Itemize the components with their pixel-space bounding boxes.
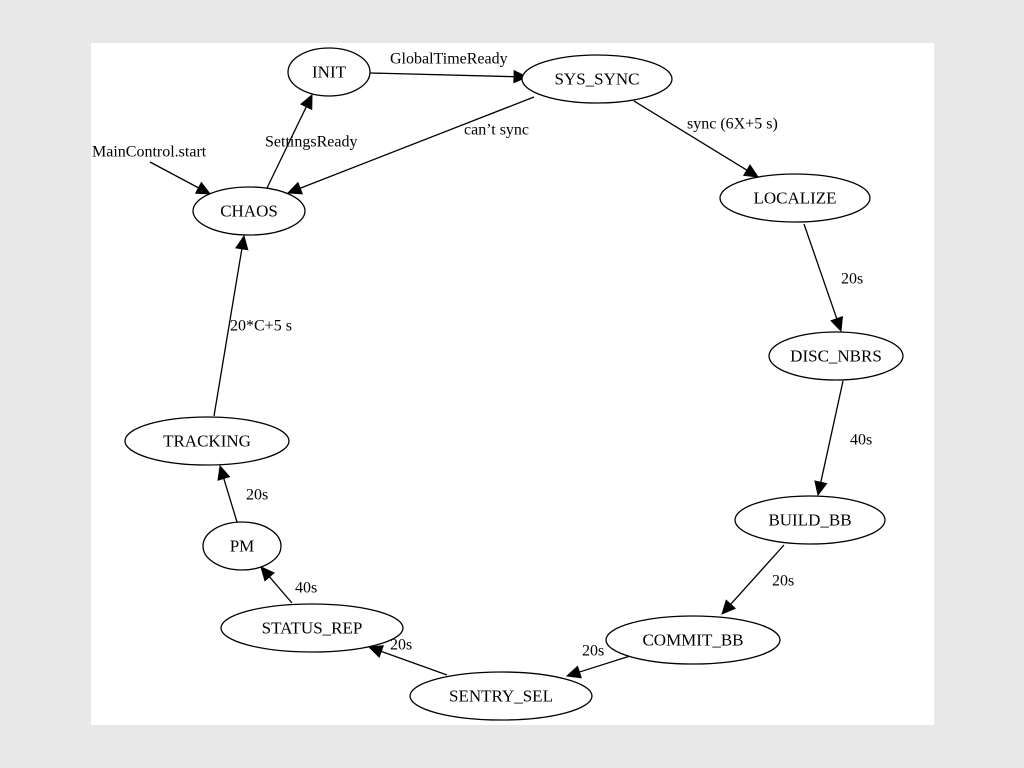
state-node-status-rep: STATUS_REP [220,603,404,653]
edge-line [369,72,515,78]
diagram-canvas [91,43,934,725]
edge-line [213,248,243,417]
state-node-ellipse [287,47,371,97]
arrow-head-icon [513,69,529,84]
edge-line [820,380,844,483]
edge-commit-bb-to-sentry-sel [565,655,631,679]
edge-sys-sync-to-chaos [286,96,535,195]
state-node-label: TRACKING [163,432,251,451]
state-node-ellipse [605,615,781,665]
edge-labels-layer: GlobalTimeReady sync (6X+5 s) can’t sync 20… [92,51,872,660]
state-node-sys-sync: SYS_SYNC [521,54,673,104]
edge-line [268,576,293,604]
arrow-head-icon [286,181,304,195]
state-node-ellipse [202,521,282,571]
state-node-label: SENTRY_SEL [449,687,553,706]
state-node-pm: PM [202,521,282,571]
edge-label-tracking-to-chaos: 20*C+5 s [230,318,292,335]
arrow-head-icon [367,645,384,658]
edge-line [149,161,199,189]
state-node-ellipse [521,54,673,104]
edge-label-sys-sync-to-localize: sync (6X+5 s) [687,116,778,133]
edge-label-disc-nbrs-to-build-bb: 40s [850,432,872,449]
edge-chaos-to-init [266,93,313,189]
edge-tracking-to-chaos [213,234,249,417]
edge-label-chaos-to-init: SettingsReady [265,134,357,151]
edge-sentry-sel-to-status-rep [367,645,448,676]
state-node-label: CHAOS [220,202,278,221]
edge-label-build-bb-to-commit-bb: 20s [772,573,794,590]
arrow-head-icon [194,181,212,195]
edge-label-localize-to-disc-nbrs: 20s [841,271,863,288]
state-node-ellipse [734,495,886,545]
edge-label-pm-to-tracking: 20s [246,487,268,504]
state-node-label: PM [230,537,255,556]
edge-status-rep-to-pm [260,566,293,604]
edge-line [730,544,785,605]
edge-label-commit-bb-to-sentry-sel: 20s [582,643,604,660]
edge-line [633,100,748,171]
arrow-head-icon [814,480,828,497]
edge-line [579,655,631,673]
edge-label-init-to-sys-sync: GlobalTimeReady [390,51,508,68]
state-node-ellipse [192,186,306,236]
edge-label-maincontrol-start-to-chaos: MainControl.start [92,144,207,161]
state-node-init: INIT [287,47,371,97]
state-node-label: COMMIT_BB [642,631,743,650]
arrow-head-icon [300,93,313,111]
state-node-label: LOCALIZE [753,189,836,208]
edge-localize-to-disc-nbrs [803,223,843,333]
edge-maincontrol-start-to-chaos [149,161,212,195]
state-node-label: SYS_SYNC [554,70,639,89]
state-node-label: BUILD_BB [768,511,851,530]
state-node-build-bb: BUILD_BB [734,495,886,545]
arrow-head-icon [742,164,760,178]
edge-line [266,106,307,189]
arrow-head-icon [235,234,249,251]
state-node-sentry-sel: SENTRY_SEL [409,671,593,721]
state-node-label: STATUS_REP [262,619,363,638]
state-node-label: INIT [312,63,347,82]
state-node-commit-bb: COMMIT_BB [605,615,781,665]
edge-pm-to-tracking [217,464,238,523]
edge-init-to-sys-sync [369,69,529,84]
state-node-ellipse [719,173,871,223]
arrow-head-icon [830,316,843,333]
edge-label-status-rep-to-pm: 40s [295,580,317,597]
edge-line [223,478,238,523]
arrow-head-icon [260,566,275,582]
state-node-ellipse [409,671,593,721]
state-node-chaos: CHAOS [192,186,306,236]
edge-disc-nbrs-to-build-bb [814,380,844,497]
state-node-tracking: TRACKING [124,416,290,466]
nodes-layer: INIT SYS_SYNC LOCALIZE DISC_NBRS BUILD_BB COM… [124,47,904,721]
edge-line [299,96,535,189]
state-node-ellipse [124,416,290,466]
edge-sys-sync-to-localize [633,100,760,178]
arrow-head-icon [721,599,737,615]
state-node-ellipse [220,603,404,653]
edge-build-bb-to-commit-bb [721,544,785,615]
edges-layer [149,69,844,679]
edge-label-sys-sync-to-chaos: can’t sync [464,122,529,139]
edge-line [381,650,448,676]
edge-line [803,223,838,319]
state-node-ellipse [768,331,904,381]
arrow-head-icon [217,464,231,481]
state-node-label: DISC_NBRS [790,347,882,366]
state-node-disc-nbrs: DISC_NBRS [768,331,904,381]
state-node-localize: LOCALIZE [719,173,871,223]
edge-label-sentry-sel-to-status-rep: 20s [390,637,412,654]
arrow-head-icon [565,665,582,679]
